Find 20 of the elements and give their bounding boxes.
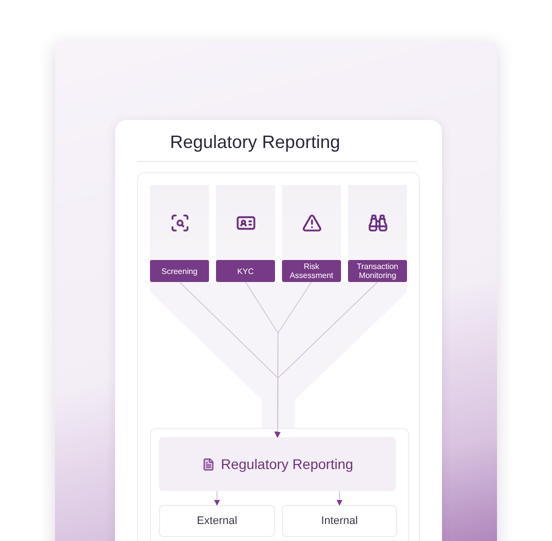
output-box — [159, 505, 275, 537]
connector-arrow — [274, 282, 378, 438]
module-label: KYC — [216, 260, 275, 282]
module-card — [348, 185, 407, 282]
output-label: External — [196, 515, 238, 527]
module-card — [216, 185, 275, 282]
output-box — [282, 505, 397, 537]
module-card — [150, 185, 209, 282]
connector-arrow — [336, 490, 342, 506]
module-label: Transaction Monitoring — [348, 260, 407, 282]
report-box — [159, 437, 396, 491]
report-title: Regulatory Reporting — [220, 456, 354, 472]
module-label: Screening — [150, 260, 209, 282]
output-label: Internal — [321, 515, 358, 527]
card-title: Regulatory Reporting — [170, 132, 340, 153]
funnel-shape — [150, 282, 407, 428]
module-card — [282, 185, 341, 282]
module-label: Risk Assessment — [282, 260, 341, 282]
connector-arrow — [274, 282, 312, 438]
connector-arrow — [214, 490, 220, 506]
